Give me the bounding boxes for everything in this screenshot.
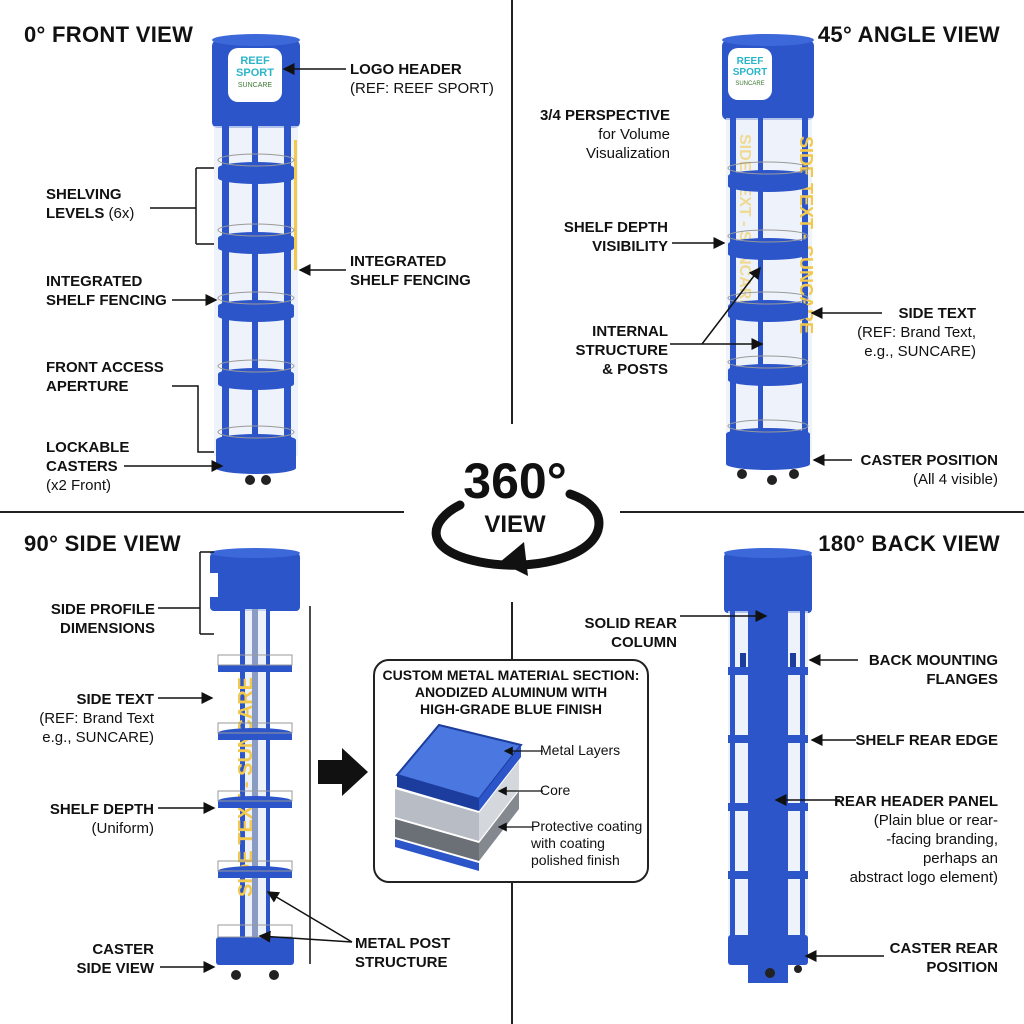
material-layers-illustration bbox=[395, 723, 543, 871]
angle-view-callouts bbox=[670, 237, 882, 466]
material-label-core: Core bbox=[540, 782, 571, 798]
rotation-arrow-icon bbox=[431, 489, 604, 576]
material-section-title: CUSTOM METAL MATERIAL SECTION: ANODIZED … bbox=[382, 667, 640, 717]
side-view-tower: SIDE TEXT - SUNCARE bbox=[210, 548, 300, 980]
angle-logo-sport: SPORT bbox=[733, 67, 767, 78]
label-logo-header: LOGO HEADER (REF: REEF SPORT) bbox=[350, 61, 494, 97]
angle-logo-reef: REEF bbox=[737, 56, 764, 67]
label-rear-header-panel: REAR HEADER PANEL (Plain blue or rear- -… bbox=[834, 793, 998, 886]
label-internal-structure: INTERNAL STRUCTURE & POSTS bbox=[575, 323, 669, 378]
front-view-title: 0° FRONT VIEW bbox=[24, 22, 194, 47]
label-back-mounting-flanges: BACK MOUNTING FLANGES bbox=[868, 652, 998, 688]
label-metal-post: METAL POST STRUCTURE bbox=[355, 935, 451, 971]
front-view-callouts bbox=[124, 63, 346, 472]
label-caster-side: CASTER SIDE VIEW bbox=[76, 941, 154, 977]
label-shelf-depth-uniform: SHELF DEPTH (Uniform) bbox=[49, 801, 154, 837]
back-view-callouts bbox=[680, 610, 884, 962]
side-view-callouts bbox=[158, 551, 368, 973]
angle-view-title: 45° ANGLE VIEW bbox=[817, 22, 1000, 47]
label-shelf-rear-edge: SHELF REAR EDGE bbox=[855, 732, 998, 749]
label-perspective: 3/4 PERSPECTIVE for Volume Visualization bbox=[539, 107, 670, 162]
label-shelf-depth-visibility: SHELF DEPTH VISIBILITY bbox=[563, 219, 668, 255]
front-logo-suncare: SUNCARE bbox=[238, 82, 273, 89]
back-view-title: 180° BACK VIEW bbox=[818, 531, 1000, 556]
label-caster-position: CASTER POSITION (All 4 visible) bbox=[860, 452, 998, 488]
label-side-text-angle: SIDE TEXT (REF: Brand Text, e.g., SUNCAR… bbox=[857, 305, 976, 360]
label-integrated-fencing-right: INTEGRATED SHELF FENCING bbox=[350, 253, 471, 289]
center-360-label: VIEW bbox=[484, 511, 546, 538]
label-side-profile: SIDE PROFILE DIMENSIONS bbox=[50, 601, 155, 637]
back-view-tower bbox=[724, 548, 812, 983]
front-view-tower: REEF SPORT SUNCARE bbox=[212, 34, 300, 485]
label-side-text-side: SIDE TEXT (REF: Brand Text e.g., SUNCARE… bbox=[39, 691, 154, 746]
label-front-access: FRONT ACCESS APERTURE bbox=[46, 359, 164, 395]
label-shelving-levels: SHELVING LEVELS (6x) bbox=[46, 186, 135, 222]
material-label-protective: Protective coating with coating polished… bbox=[531, 818, 643, 868]
front-logo-reef: REEF bbox=[240, 55, 270, 67]
material-label-metal-layers: Metal Layers bbox=[540, 742, 621, 758]
label-solid-rear-column: SOLID REAR COLUMN bbox=[584, 615, 677, 651]
front-logo-sport: SPORT bbox=[236, 67, 274, 79]
center-360-degrees: 360° bbox=[463, 453, 567, 509]
angle-logo-suncare: SUNCARE bbox=[735, 81, 764, 87]
label-caster-rear: CASTER REAR POSITION bbox=[889, 940, 998, 976]
material-section-panel: CUSTOM METAL MATERIAL SECTION: ANODIZED … bbox=[373, 659, 649, 883]
label-integrated-fencing-left: INTEGRATED SHELF FENCING bbox=[46, 273, 167, 309]
side-view-title: 90° SIDE VIEW bbox=[24, 531, 181, 556]
center-360-badge bbox=[404, 424, 620, 600]
angle-view-tower: REEF SPORT SUNCARE SIDE TEXT - SUNCARE S… bbox=[722, 34, 816, 485]
label-lockable-casters: LOCKABLE CASTERS (x2 Front) bbox=[46, 439, 130, 494]
